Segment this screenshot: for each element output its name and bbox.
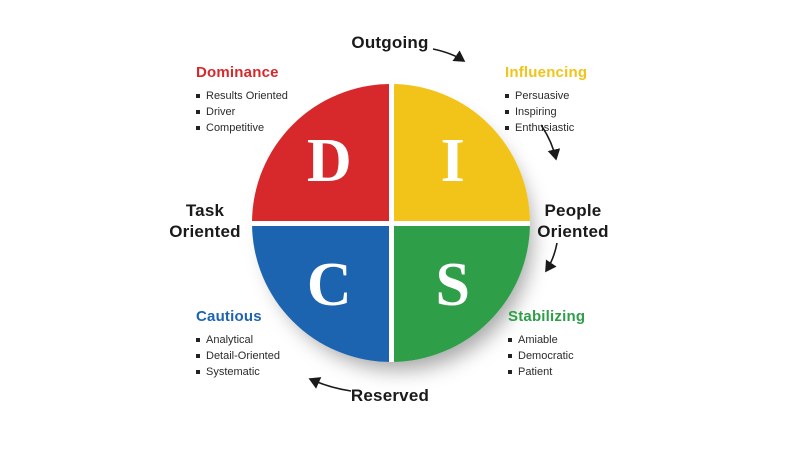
cautious-title: Cautious bbox=[196, 308, 262, 325]
axis-label-reserved: Reserved bbox=[350, 386, 430, 405]
trait-item: Detail-Oriented bbox=[196, 348, 336, 364]
trait-item: Amiable bbox=[508, 332, 648, 348]
axis-label-task-oriented: Task Oriented bbox=[160, 200, 250, 242]
trait-item: Patient bbox=[508, 364, 648, 380]
letter-s: S bbox=[435, 250, 470, 319]
trait-item: Driver bbox=[196, 104, 336, 120]
trait-item: Persuasive bbox=[505, 88, 645, 104]
stabilizing-traits: Amiable Democratic Patient bbox=[508, 332, 648, 380]
trait-item: Results Oriented bbox=[196, 88, 336, 104]
axis-label-people-oriented: People Oriented bbox=[528, 200, 618, 242]
trait-item: Inspiring bbox=[505, 104, 645, 120]
trait-item: Competitive bbox=[196, 120, 336, 136]
axis-label-people-line2: Oriented bbox=[537, 222, 609, 241]
axis-label-task-line2: Oriented bbox=[169, 222, 241, 241]
cautious-info: Cautious Analytical Detail-Oriented Syst… bbox=[196, 308, 336, 380]
trait-item: Democratic bbox=[508, 348, 648, 364]
dominance-traits: Results Oriented Driver Competitive bbox=[196, 88, 336, 136]
stabilizing-info: Stabilizing Amiable Democratic Patient bbox=[508, 308, 648, 380]
influencing-info: Influencing Persuasive Inspiring Enthusi… bbox=[505, 64, 645, 136]
influencing-traits: Persuasive Inspiring Enthusiastic bbox=[505, 88, 645, 136]
letter-d: D bbox=[306, 127, 352, 196]
dominance-info: Dominance Results Oriented Driver Compet… bbox=[196, 64, 336, 136]
trait-item: Systematic bbox=[196, 364, 336, 380]
trait-item: Analytical bbox=[196, 332, 336, 348]
axis-label-task-line1: Task bbox=[185, 201, 225, 220]
stabilizing-title: Stabilizing bbox=[508, 308, 586, 325]
letter-i: I bbox=[440, 127, 465, 196]
letter-c: C bbox=[306, 250, 352, 319]
cautious-traits: Analytical Detail-Oriented Systematic bbox=[196, 332, 336, 380]
axis-label-people-line1: People bbox=[544, 201, 602, 220]
influencing-title: Influencing bbox=[505, 64, 588, 81]
trait-item: Enthusiastic bbox=[505, 120, 645, 136]
clockwise-arrow-right-lower-icon bbox=[545, 242, 558, 273]
axis-label-outgoing: Outgoing bbox=[351, 33, 429, 52]
dominance-title: Dominance bbox=[196, 64, 279, 81]
